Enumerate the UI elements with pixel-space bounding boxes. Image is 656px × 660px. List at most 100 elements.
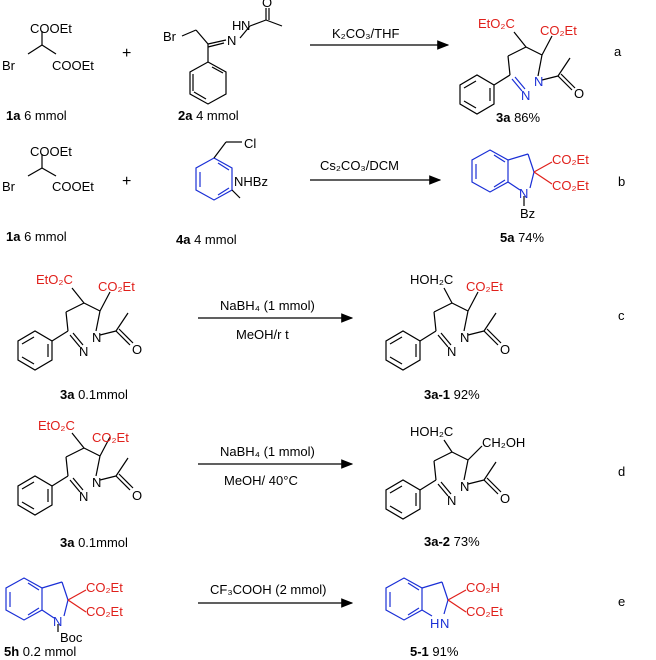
reactant-2a-n1: N: [227, 33, 236, 48]
reactant-1a-structure: [27, 31, 57, 55]
reactant-5h-n: N: [53, 614, 62, 629]
reactant-1a-b-cooet-top: COOEt: [30, 144, 72, 159]
label-3a-d-name: 3a: [60, 535, 75, 550]
reactant-4a-nhbz: NHBz: [234, 174, 268, 189]
product-5a-structure: [471, 149, 535, 193]
label-1a-a: 1a 6 mmol: [6, 108, 67, 123]
label-2a-amount: 4 mmol: [192, 108, 239, 123]
product-3a-ester2: CO₂Et: [540, 23, 577, 38]
reactant-5h-ester2: CO₂Et: [86, 604, 123, 619]
reactant-1a-cooet-top: COOEt: [30, 21, 72, 36]
label-5-1-yield: 91%: [428, 644, 459, 659]
reactant-3a-d-ester1: EtO₂C: [38, 418, 75, 433]
label-3a-d: 3a 0.1mmol: [60, 535, 128, 550]
label-1a-a-amount: 6 mmol: [20, 108, 67, 123]
reactant-1a-b-br: Br: [2, 179, 16, 194]
label-3a-c: 3a 0.1mmol: [60, 387, 128, 402]
label-3a-c-amount: 0.1mmol: [74, 387, 128, 402]
label-1a-b-amount: 6 mmol: [20, 229, 67, 244]
label-1a-b-name: 1a: [6, 229, 21, 244]
label-4a-name: 4a: [176, 232, 191, 247]
reaction-letter-a: a: [614, 44, 622, 59]
label-4a-amount: 4 mmol: [190, 232, 237, 247]
product-5a-n: N: [519, 186, 528, 201]
reactant-3a-c-n1: N: [92, 330, 101, 345]
reactant-3a-c-n2: N: [79, 344, 88, 359]
label-5-1-name: 5-1: [410, 644, 429, 659]
reactant-4a-side-bonds: [213, 141, 242, 199]
reactant-1a-b-cooet-bottom: COOEt: [52, 179, 94, 194]
product-3a-1-group2: CO₂Et: [466, 279, 503, 294]
reactant-5h-ester1: CO₂Et: [86, 580, 123, 595]
label-3a-2-yield: 73%: [450, 534, 480, 549]
label-3a-d-amount: 0.1mmol: [74, 535, 128, 550]
product-3a-2-group2: CH₂OH: [482, 435, 525, 450]
product-3a-2-group1: HOH₂C: [410, 424, 453, 439]
product-3a-1-n2: N: [447, 344, 456, 359]
product-3a-2-structure: [385, 439, 502, 520]
product-5-1-structure: [385, 577, 449, 621]
reactant-2a-br: Br: [163, 29, 177, 44]
reactant-1a-cooet-bottom: COOEt: [52, 58, 94, 73]
reactant-5h-boc: Boc: [60, 630, 83, 645]
label-3a-c-name: 3a: [60, 387, 75, 402]
product-3a-1-group1: HOH₂C: [410, 272, 453, 287]
reactant-2a-n2: N: [241, 18, 250, 33]
label-5h-amount: 0.2 mmol: [19, 644, 77, 659]
product-3a-cn-bond2: [514, 76, 526, 90]
reactant-3a-c-ester2: CO₂Et: [98, 279, 135, 294]
label-5-1: 5-1 91%: [410, 644, 458, 659]
reactant-2a-h: H: [232, 18, 241, 33]
reagent-label-a: K₂CO₃/THF: [332, 26, 399, 41]
label-5a: 5a 74%: [500, 230, 544, 245]
reactant-3a-d-o: O: [132, 488, 142, 503]
plus-sign-b: +: [122, 173, 131, 190]
label-3a-a-name: 3a: [496, 110, 511, 125]
product-3a-1-structure: [385, 287, 502, 371]
product-3a-1-n1: N: [460, 330, 469, 345]
reactant-4a-cl: Cl: [244, 136, 256, 151]
reactant-2a-structure: [181, 8, 283, 105]
plus-sign-a: +: [122, 45, 131, 62]
product-3a-1-o: O: [500, 342, 510, 357]
reactant-3a-c-ester1: EtO₂C: [36, 272, 73, 287]
product-3a-2-n1: N: [460, 479, 469, 494]
reaction-a: COOEt Br COOEt + Br N H N O K₂CO₃/THF: [2, 0, 622, 115]
reagent-label-b: Cs₂CO₃/DCM: [320, 158, 399, 173]
label-2a-name: 2a: [178, 108, 193, 123]
product-3a-cn-bond: [511, 78, 523, 92]
product-5a-bz: Bz: [520, 206, 535, 221]
product-3a-n2: N: [521, 88, 530, 103]
reactant-5h-ester-bonds: [67, 589, 87, 613]
label-3a-1-name: 3a-1: [424, 387, 451, 402]
reaction-letter-b: b: [618, 174, 625, 189]
product-5-1-h: H: [430, 616, 439, 631]
label-5a-yield: 74%: [514, 230, 545, 245]
product-5a-ester1: CO₂Et: [552, 152, 589, 167]
label-5h: 5h 0.2 mmol: [4, 644, 76, 659]
reagent-label-c: NaBH₄ (1 mmol): [220, 298, 315, 313]
product-5-1-acid: CO₂H: [466, 580, 500, 595]
product-3a-o: O: [574, 86, 584, 101]
label-3a-2-name: 3a-2: [424, 534, 451, 549]
product-5-1-bonds: [447, 589, 467, 613]
reaction-c: EtO₂C CO₂Et N N O NaBH₄ (1 mmol) MeOH/r …: [17, 272, 625, 371]
product-5a-ester2: CO₂Et: [552, 178, 589, 193]
reactant-1a-br: Br: [2, 58, 16, 73]
reagent-label-d: NaBH₄ (1 mmol): [220, 444, 315, 459]
reactant-5h-structure: [5, 577, 69, 621]
condition-label-d: MeOH/ 40°C: [224, 473, 298, 488]
label-4a: 4a 4 mmol: [176, 232, 237, 247]
product-5-1-ester: CO₂Et: [466, 604, 503, 619]
label-3a-a: 3a 86%: [496, 110, 540, 125]
label-3a-1: 3a-1 92%: [424, 387, 480, 402]
reactant-3a-c-o: O: [132, 342, 142, 357]
product-5a-ester-bonds: [533, 161, 553, 185]
reactant-3a-d-n2: N: [79, 489, 88, 504]
reaction-letter-c: c: [618, 308, 625, 323]
label-3a-a-yield: 86%: [510, 110, 541, 125]
product-3a-structure: [459, 31, 576, 115]
label-5h-name: 5h: [4, 644, 20, 659]
product-5-1-n: N: [440, 616, 449, 631]
